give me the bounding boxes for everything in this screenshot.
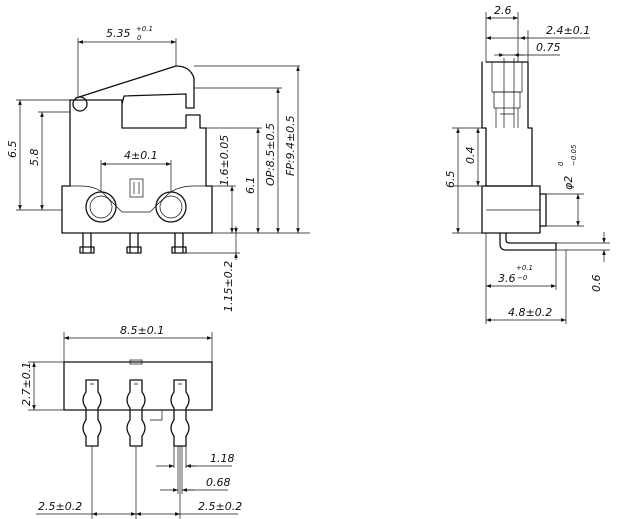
dim-pin-spacing: 4±0.1 — [124, 149, 158, 162]
dim-pin-length: 1.15±0.2 — [222, 261, 235, 312]
side-view: 2.6 2.4±0.1 0.75 0.4 6.5 φ2 0 −0.05 0.6 — [444, 4, 610, 324]
dim-actuator: 5.35 — [106, 27, 131, 40]
svg-text:+0.1: +0.1 — [136, 25, 153, 33]
dim-phi2: φ2 — [562, 176, 575, 190]
svg-text:+0.1: +0.1 — [516, 264, 533, 272]
dim-height-body: 5.8 — [28, 149, 41, 167]
dim-0-75: 0.75 — [536, 41, 561, 54]
mounting-hole-right — [155, 191, 187, 223]
side-boss — [539, 193, 547, 227]
dim-6-1: 6.1 — [244, 177, 257, 195]
svg-text:−0.05: −0.05 — [570, 144, 578, 166]
dim-0-68: 0.68 — [206, 476, 231, 489]
bottom-view: 8.5±0.1 2.7±0.1 1.18 0.68 2.5±0.2 2.5±0.… — [20, 324, 242, 519]
body-lower-contour — [62, 185, 212, 213]
side-body-outline — [481, 61, 533, 187]
dim-2-4: 2.4±0.1 — [546, 24, 590, 37]
dim-fp: FP:9.4±0.5 — [284, 115, 297, 176]
dim-height-total: 6.5 — [6, 141, 19, 159]
dim-2-5-left: 2.5±0.2 — [38, 500, 82, 513]
dim-2-7: 2.7±0.1 — [20, 362, 33, 406]
dim-3-6: 3.6 — [498, 272, 516, 285]
plunger — [129, 178, 144, 198]
lever-actuator — [75, 65, 195, 109]
bottom-pins — [82, 379, 190, 447]
svg-text:0: 0 — [137, 34, 142, 42]
dim-8-5: 8.5±0.1 — [120, 324, 164, 337]
dim-6-5: 6.5 — [444, 171, 457, 189]
dim-4-8: 4.8±0.2 — [508, 306, 552, 319]
front-view: 5.35 +0.1 0 6.5 5.8 4±0.1 1.6±0.05 6.1 O… — [6, 25, 310, 312]
terminal-pins — [79, 232, 187, 254]
side-actuator-top — [491, 61, 523, 93]
dim-0-4: 0.4 — [464, 147, 477, 165]
side-lower-body — [481, 185, 541, 234]
mounting-hole-left — [85, 191, 117, 223]
dim-1-6: 1.6±0.05 — [218, 135, 231, 186]
svg-text:0: 0 — [557, 161, 565, 166]
dim-0-6: 0.6 — [590, 275, 603, 293]
bottom-body-outline — [63, 361, 213, 411]
dim-2-5-right: 2.5±0.2 — [198, 500, 242, 513]
dim-2-6: 2.6 — [494, 4, 512, 17]
front-body-outline — [61, 99, 213, 234]
side-pin-bent — [499, 232, 557, 251]
dim-1-18: 1.18 — [210, 452, 235, 465]
dim-op: OP:8.5±0.5 — [264, 123, 277, 186]
svg-text:−0: −0 — [517, 274, 528, 282]
lever-pivot-roller — [72, 96, 88, 112]
